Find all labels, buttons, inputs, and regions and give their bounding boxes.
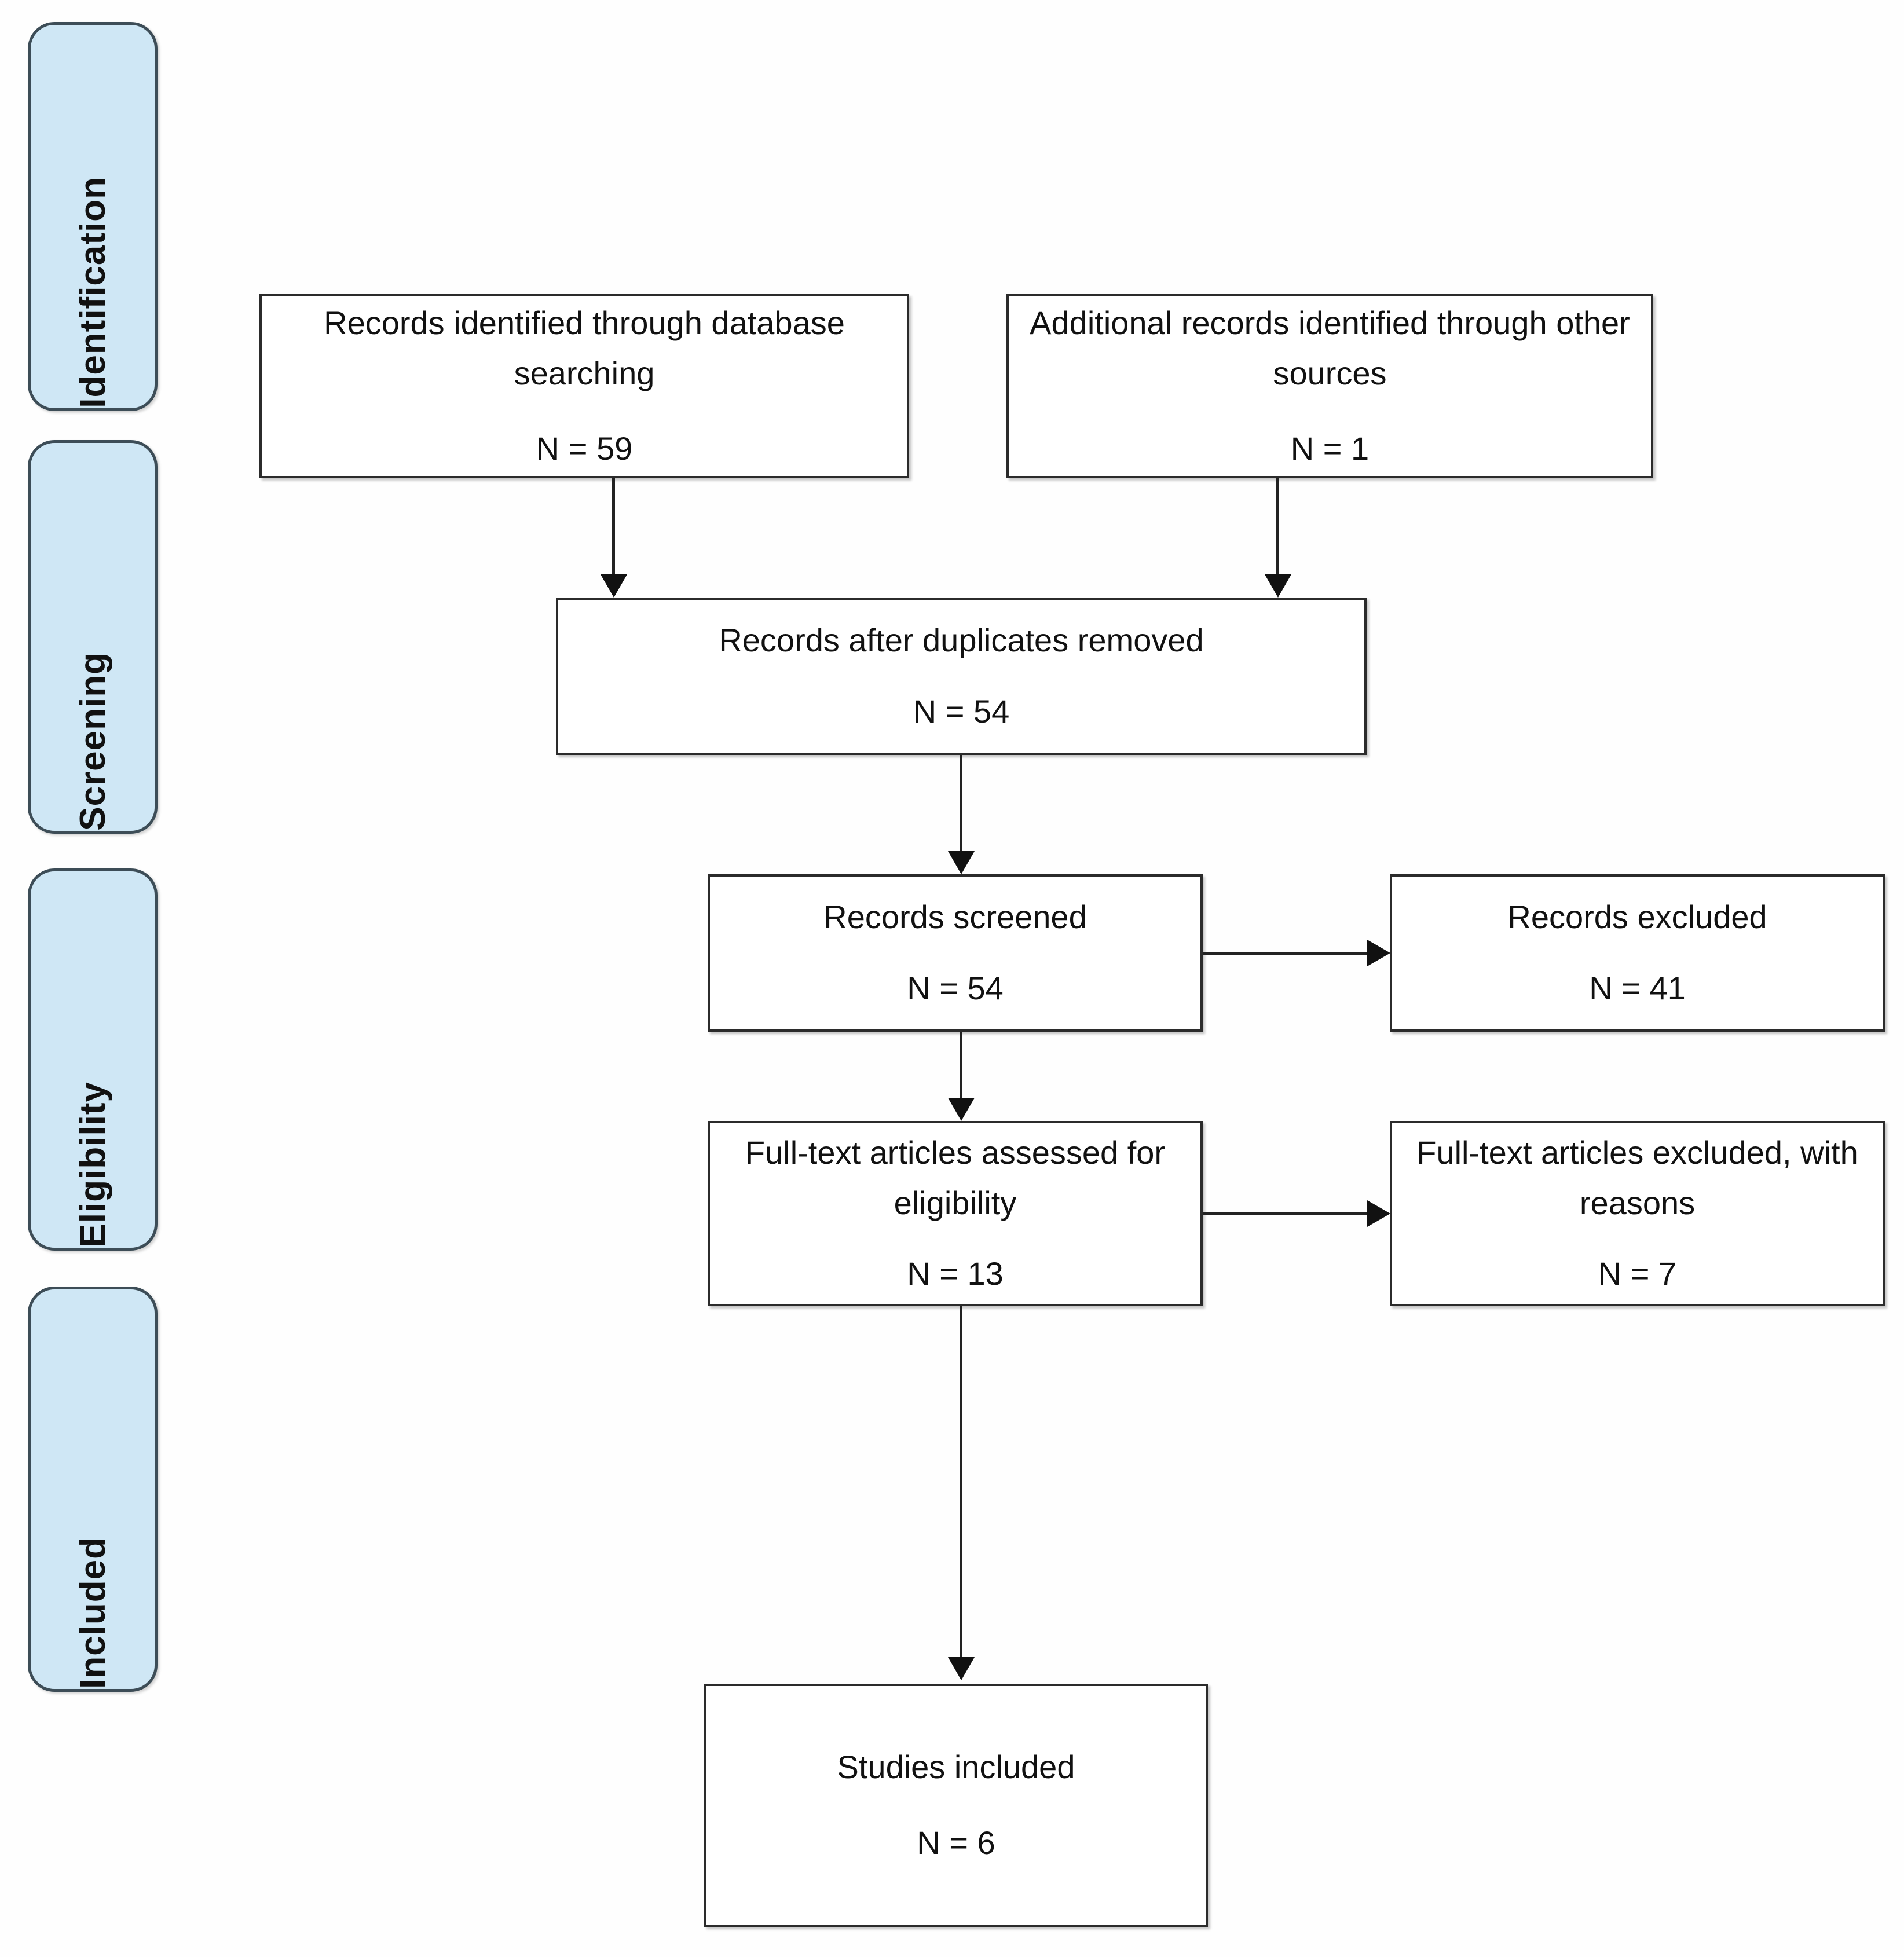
box-text-records-identified-database: Records identified through database sear…: [324, 304, 845, 391]
arrow-fulltext-to-excluded: [1367, 1200, 1390, 1227]
box-records-excluded: Records excluded N = 41: [1390, 874, 1885, 1032]
arrow-screened-to-fulltext: [948, 1098, 975, 1121]
box-text-records-after-duplicates-removed: Records after duplicates removed: [719, 622, 1204, 659]
box-count-records-identified-database: N = 59: [536, 430, 633, 467]
connector-line-other-to-duplicates: [1276, 478, 1279, 576]
connector-line-fulltext-to-studies: [960, 1306, 962, 1658]
box-count-studies-included: N = 6: [917, 1824, 995, 1861]
box-additional-records-other-sources: Additional records identified through ot…: [1006, 294, 1653, 478]
arrow-fulltext-to-studies: [948, 1657, 975, 1680]
arrow-db-to-duplicates: [601, 574, 627, 598]
stage-label-included: Included: [72, 1537, 113, 1689]
box-count-additional-records-other-sources: N = 1: [1290, 430, 1370, 467]
connector-line-screened-to-fulltext: [960, 1032, 962, 1099]
box-records-identified-database: Records identified through database sear…: [259, 294, 909, 478]
connector-line-db-to-duplicates: [612, 478, 615, 576]
arrow-duplicates-to-screened: [948, 851, 975, 874]
connector-line-duplicates-to-screened: [960, 755, 962, 852]
connector-line-screened-to-excluded: [1203, 952, 1370, 955]
box-full-text-assessed: Full-text articles assessed for eligibil…: [708, 1121, 1203, 1306]
connector-line-fulltext-to-excluded: [1203, 1212, 1370, 1215]
box-text-additional-records-other-sources: Additional records identified through ot…: [1030, 304, 1630, 391]
box-text-records-excluded: Records excluded: [1507, 899, 1767, 936]
stage-bar-screening: Screening: [28, 440, 158, 834]
stage-bar-eligibility: Eligibility: [28, 868, 158, 1251]
box-count-records-excluded: N = 41: [1589, 970, 1686, 1006]
arrow-screened-to-excluded: [1367, 940, 1390, 966]
box-studies-included: Studies included N = 6: [704, 1684, 1208, 1927]
box-text-records-screened: Records screened: [823, 899, 1087, 936]
arrow-other-to-duplicates: [1265, 574, 1291, 598]
box-text-full-text-excluded: Full-text articles excluded, with reason…: [1416, 1134, 1858, 1221]
stage-label-eligibility: Eligibility: [72, 1082, 113, 1248]
box-full-text-excluded: Full-text articles excluded, with reason…: [1390, 1121, 1885, 1306]
box-records-after-duplicates-removed: Records after duplicates removed N = 54: [556, 598, 1367, 755]
box-count-full-text-excluded: N = 7: [1598, 1255, 1677, 1292]
stage-label-screening: Screening: [72, 652, 113, 831]
box-count-full-text-assessed: N = 13: [907, 1255, 1004, 1292]
stage-bar-included: Included: [28, 1287, 158, 1692]
stage-label-identification: Identification: [72, 177, 113, 408]
box-records-screened: Records screened N = 54: [708, 874, 1203, 1032]
box-text-studies-included: Studies included: [837, 1749, 1075, 1786]
box-count-records-after-duplicates-removed: N = 54: [913, 693, 1010, 730]
box-text-full-text-assessed: Full-text articles assessed for eligibil…: [745, 1134, 1166, 1221]
stage-bar-identification: Identification: [28, 22, 158, 411]
box-count-records-screened: N = 54: [907, 970, 1004, 1006]
